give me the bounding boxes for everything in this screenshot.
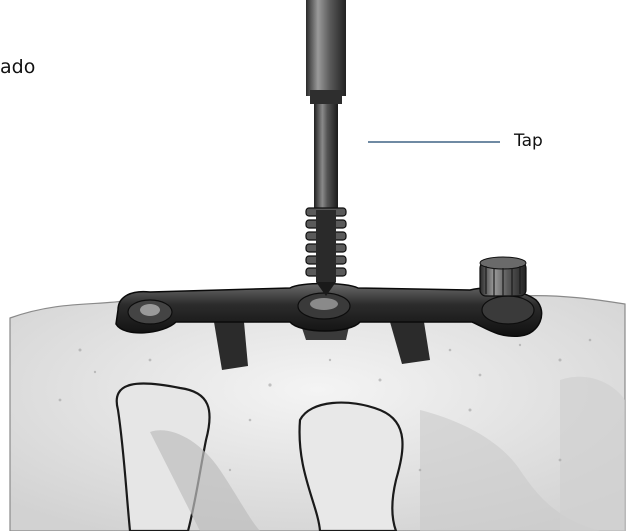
tap-threads (306, 208, 346, 296)
tap-callout-label: Tap (514, 133, 543, 150)
locking-screw-head (480, 257, 526, 296)
tap-instrument (306, 0, 346, 296)
partial-heading-text: ado (0, 58, 35, 77)
